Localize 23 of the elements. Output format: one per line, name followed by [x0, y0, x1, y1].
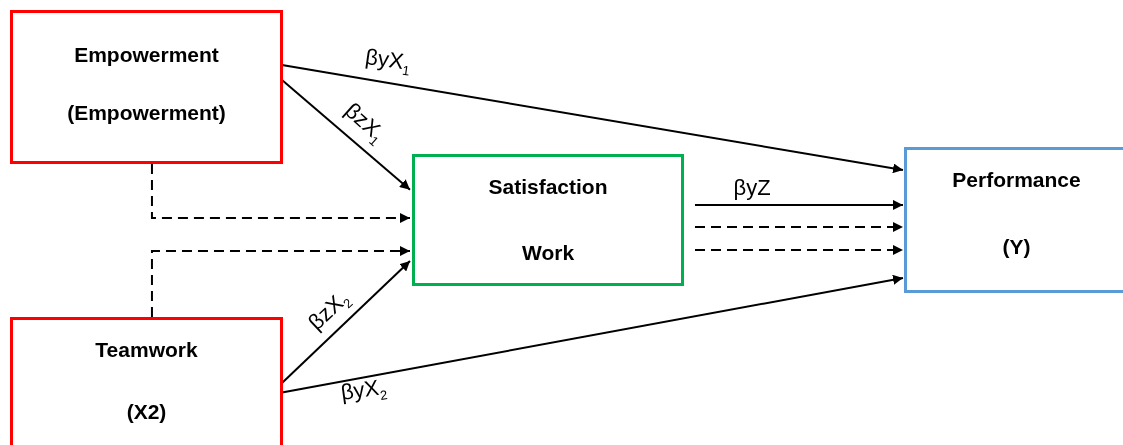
concept-box	[10, 317, 283, 445]
arrow	[694, 199, 904, 210]
node-text: (X2)	[126, 400, 167, 424]
concept-box	[904, 147, 1123, 293]
node-text: Satisfaction	[488, 175, 608, 199]
dashed-arrow	[694, 244, 904, 255]
arrow	[281, 259, 411, 385]
edge-label: βyZ	[732, 176, 772, 201]
dashed-arrow	[150, 163, 411, 223]
arrow	[281, 79, 411, 191]
node-text: Work	[521, 241, 575, 265]
arrow	[281, 64, 904, 174]
node-text: Empowerment	[74, 43, 219, 67]
node-text: (Y)	[1002, 235, 1031, 259]
node-text: Teamwork	[95, 338, 198, 362]
dashed-arrow	[694, 222, 904, 232]
concept-box	[10, 10, 283, 164]
concept-box	[412, 154, 684, 286]
node-text: Performance	[952, 168, 1081, 192]
edge-label: βyX$_{1}$	[362, 44, 412, 79]
arrow	[281, 274, 904, 394]
dashed-arrow	[150, 246, 411, 318]
node-text: (Empowerment)	[67, 101, 226, 125]
